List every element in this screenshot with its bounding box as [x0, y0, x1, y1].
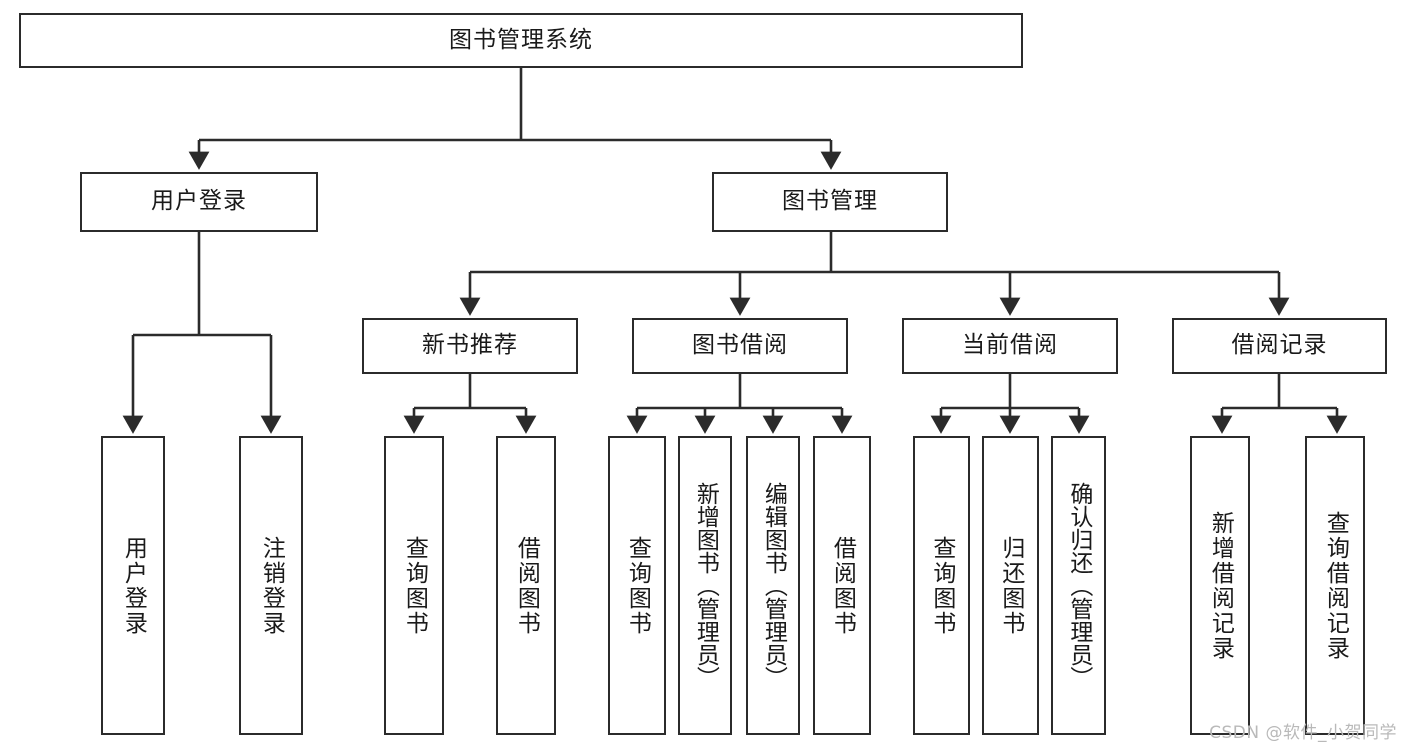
- csdn-watermark: CSDN @软件_小贺同学: [1209, 723, 1397, 743]
- leaf-borrow-book-recommend[interactable]: 借阅图书: [496, 436, 556, 735]
- leaf-query-book-current[interactable]: 查询图书: [913, 436, 970, 735]
- node-label: 借阅图书: [829, 535, 856, 636]
- node-label: 用户登录: [120, 535, 147, 636]
- leaf-return-book[interactable]: 归还图书: [982, 436, 1039, 735]
- leaf-add-borrow-record[interactable]: 新增借阅记录: [1190, 436, 1250, 735]
- node-label: 归还图书: [997, 535, 1024, 636]
- node-label: 用户登录: [151, 188, 247, 215]
- node-label: 图书管理: [782, 188, 878, 215]
- node-label: 新增借阅记录: [1207, 510, 1234, 661]
- node-user-login[interactable]: 用户登录: [80, 172, 318, 232]
- node-label: 查询借阅记录: [1322, 510, 1349, 661]
- node-label: 查询图书: [624, 535, 651, 636]
- node-label: 确认归还（管理员）: [1065, 482, 1092, 689]
- node-label: 图书借阅: [692, 332, 788, 359]
- node-borrow-records[interactable]: 借阅记录: [1172, 318, 1387, 374]
- leaf-user-login[interactable]: 用户登录: [101, 436, 165, 735]
- leaf-query-book-recommend[interactable]: 查询图书: [384, 436, 444, 735]
- leaf-logout[interactable]: 注销登录: [239, 436, 303, 735]
- leaf-borrow-book[interactable]: 借阅图书: [813, 436, 871, 735]
- node-label: 注销登录: [258, 535, 285, 636]
- leaf-add-book-admin[interactable]: 新增图书（管理员）: [678, 436, 732, 735]
- node-current-borrow[interactable]: 当前借阅: [902, 318, 1118, 374]
- leaf-edit-book-admin[interactable]: 编辑图书（管理员）: [746, 436, 800, 735]
- node-label: 新书推荐: [422, 332, 518, 359]
- node-label: 编辑图书（管理员）: [760, 482, 787, 689]
- node-label: 新增图书（管理员）: [692, 482, 719, 689]
- node-label: 查询图书: [928, 535, 955, 636]
- node-root-system[interactable]: 图书管理系统: [19, 13, 1023, 68]
- leaf-confirm-return-admin[interactable]: 确认归还（管理员）: [1051, 436, 1106, 735]
- node-label: 查询图书: [401, 535, 428, 636]
- node-label: 借阅图书: [513, 535, 540, 636]
- leaf-query-borrow-record[interactable]: 查询借阅记录: [1305, 436, 1365, 735]
- node-label: 当前借阅: [962, 332, 1058, 359]
- node-new-book-recommend[interactable]: 新书推荐: [362, 318, 578, 374]
- node-book-management[interactable]: 图书管理: [712, 172, 948, 232]
- leaf-query-book-borrow[interactable]: 查询图书: [608, 436, 666, 735]
- node-book-borrow[interactable]: 图书借阅: [632, 318, 848, 374]
- node-label: 图书管理系统: [449, 26, 593, 53]
- node-label: 借阅记录: [1231, 332, 1328, 359]
